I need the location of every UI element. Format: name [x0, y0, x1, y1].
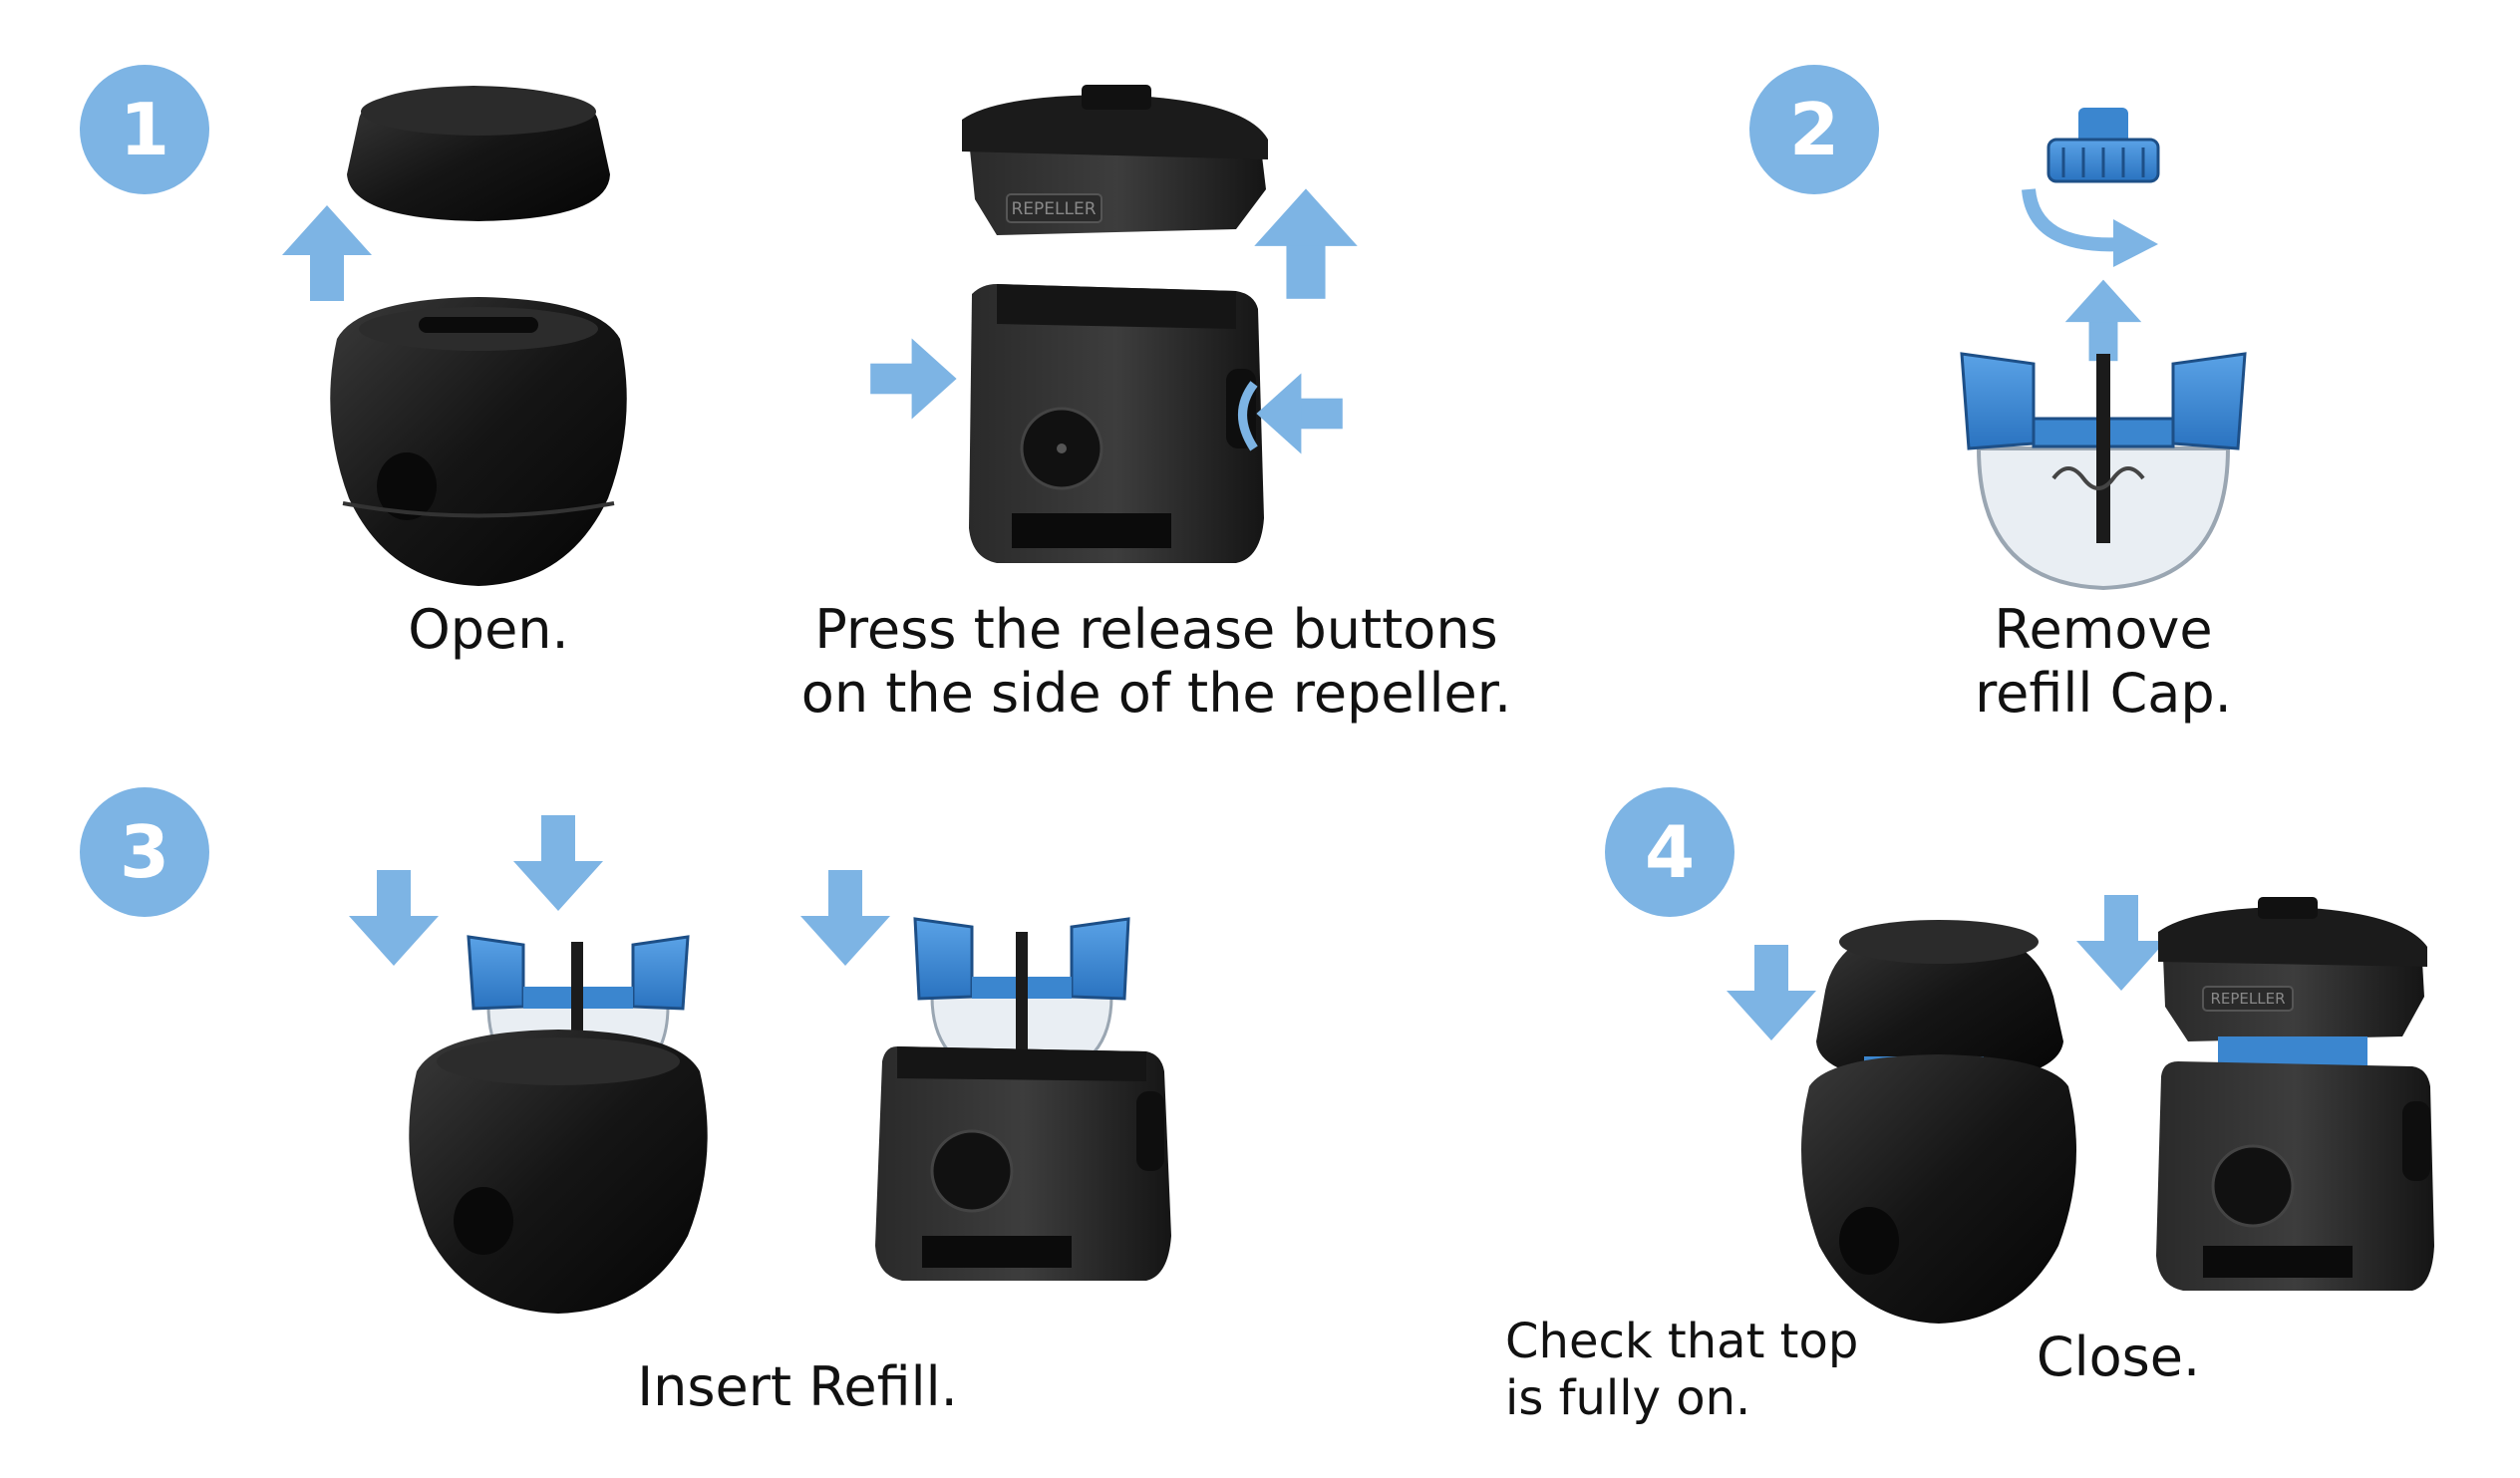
release-button-highlight: [1238, 381, 1258, 451]
step3-arrow-a: [349, 870, 439, 966]
caption-press-release: Press the release buttons on the side of…: [800, 598, 1512, 725]
step3-round-base: [409, 1030, 708, 1314]
step4-round-lid: [1816, 920, 2063, 1084]
step1-up-arrow-right: [1254, 188, 1358, 299]
left-press-arrow: [870, 338, 957, 420]
caption-check-top: Check that top is fully on.: [1505, 1314, 1859, 1426]
twist-arrow: [2022, 188, 2124, 252]
step-1-badge: 1: [80, 65, 209, 194]
step2-up-arrow: [2064, 279, 2142, 362]
step-2-badge: 2: [1749, 65, 1879, 194]
step-3-badge: 3: [80, 787, 209, 917]
step1-rect-base: [969, 284, 1264, 563]
caption-insert-refill: Insert Refill.: [637, 1355, 958, 1418]
step4-rect-base: [2156, 1036, 2434, 1291]
step1-up-arrow: [282, 205, 372, 301]
caption-open: Open.: [408, 598, 569, 661]
caption-remove-cap: Remove refill Cap.: [1975, 598, 2232, 725]
caption-close: Close.: [2036, 1326, 2201, 1388]
rect-lid-label: REPELLER: [1011, 199, 1096, 219]
step-4-badge: 4: [1605, 787, 1734, 917]
refill-unit: [1960, 352, 2247, 591]
refill-cap: [2047, 108, 2160, 183]
step4-round-base: [1801, 1054, 2076, 1324]
step1-round-lid: [347, 86, 610, 221]
step1-rect-lid: REPELLER: [962, 85, 1268, 235]
step3-arrow-b: [513, 815, 603, 911]
step1-round-base: [330, 297, 627, 586]
step4-rect-lid: REPELLER: [2158, 897, 2427, 1041]
step3-arrow-c: [800, 870, 890, 966]
step3-rect-base: [875, 1046, 1171, 1281]
step4-arrow-a: [1727, 945, 1816, 1040]
rect-lid-small-label: REPELLER: [2210, 990, 2285, 1008]
step4-arrow-b: [2076, 895, 2166, 991]
right-press-arrow: [1256, 373, 1343, 454]
